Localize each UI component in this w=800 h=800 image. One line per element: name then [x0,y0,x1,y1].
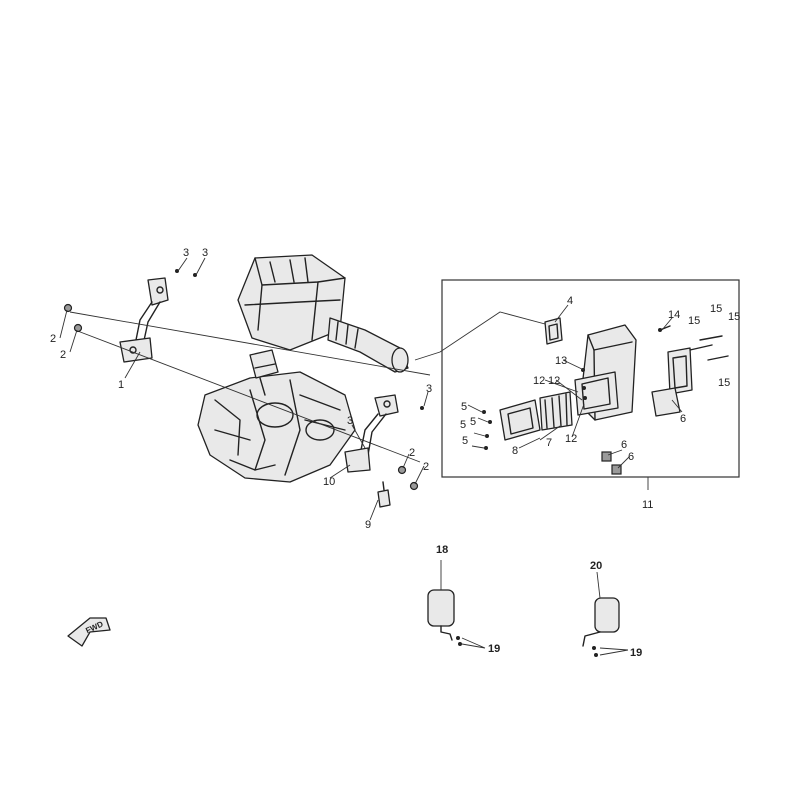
callout-9: 9 [365,519,371,531]
callout-7: 7 [546,437,552,449]
callout-15b: 15 [728,311,740,323]
sensor-9 [377,481,391,508]
fasteners-left [63,269,424,491]
callout-5b: 5 [470,416,476,428]
callout-2a: 2 [50,333,56,345]
callout-6c: 6 [680,413,686,425]
mount-rod-line [69,311,431,376]
callout-13: 13 [555,355,567,367]
callout-12c: 12 [565,433,577,445]
callout-14: 14 [668,309,680,321]
mirror-right [582,571,629,657]
callout-19b: 19 [630,647,642,659]
callout-3d: 3 [347,415,353,427]
callout-5a: 5 [461,401,467,413]
callout-6a: 6 [621,439,627,451]
callout-5d: 5 [462,435,468,447]
callout-3b: 3 [202,247,208,259]
callout-1: 1 [118,379,124,391]
callout-2c: 2 [409,447,415,459]
air-filter-kit-frame [441,279,740,478]
callout-2b: 2 [60,349,66,361]
right-mount-bracket [344,394,399,473]
callout-15d: 15 [718,377,730,389]
callout-20: 20 [590,560,602,572]
callout-10: 10 [323,476,335,488]
callout-19a: 19 [488,643,500,655]
filter-kit-parts [482,317,729,475]
callout-8: 8 [512,445,518,457]
callout-2d: 2 [423,461,429,473]
callout-3a: 3 [183,247,189,259]
left-mount-bracket [119,277,169,363]
direction-arrow-icon: FWD [67,617,111,647]
callout-5c: 5 [460,419,466,431]
callout-11: 11 [642,499,653,511]
callout-3c: 3 [426,383,432,395]
callout-12a: 12 [533,375,545,387]
callout-15a: 15 [710,303,722,315]
callout-4: 4 [567,295,573,307]
kit-leader-line [414,311,561,361]
callout-18: 18 [436,544,448,556]
callout-12b: 12 [548,375,560,387]
callout-15c: 15 [688,315,700,327]
mirror-left [427,560,486,649]
callout-leaders [59,257,683,521]
air-box [237,254,346,351]
callout-numbers: 1 2 2 2 2 3 3 3 3 4 5 5 5 5 6 6 6 7 8 9 … [50,247,740,659]
engine-assembly [197,349,356,483]
callout-6b: 6 [628,451,634,463]
